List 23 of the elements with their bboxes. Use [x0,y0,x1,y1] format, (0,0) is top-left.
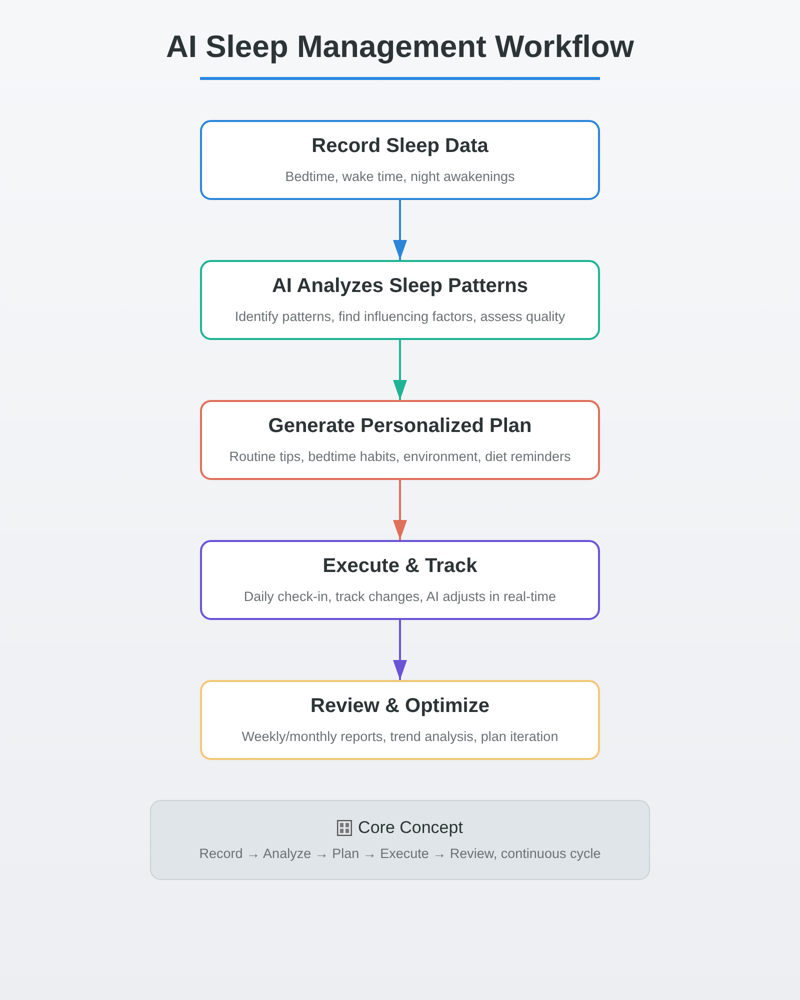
arrow [393,340,407,400]
process-box [200,540,600,620]
process-box [200,120,600,200]
process-box [200,260,600,340]
process-box [200,400,600,480]
arrow [393,480,407,540]
step-title: Review & Optimize [310,694,490,718]
step-description: Daily check-in, track changes, AI adjusts in real-time [242,588,558,606]
step-title: Record Sleep Data [312,134,488,158]
step-title: AI Analyzes Sleep Patterns [272,274,528,298]
step-description: Routine tips, bedtime habits, environment, diet reminders [228,448,572,466]
arrow [393,200,407,260]
note-description: Record → Analyze → Plan → Execute → Review, continuous cycle [198,844,602,862]
step-title: Generate Personalized Plan [268,414,532,438]
note-title: Core Concept [358,818,463,838]
arrow [393,620,407,680]
step-description: Weekly/monthly reports, trend analysis, plan iteration [240,728,560,746]
step-title: Execute & Track [322,554,478,578]
process-box [200,680,600,760]
diagram-title: AI Sleep Management Workflow [166,28,634,66]
step-description: Identify patterns, find influencing factors, assess quality [234,308,566,326]
step-description: Bedtime, wake time, night awakenings [284,168,516,186]
note-box [150,800,650,880]
